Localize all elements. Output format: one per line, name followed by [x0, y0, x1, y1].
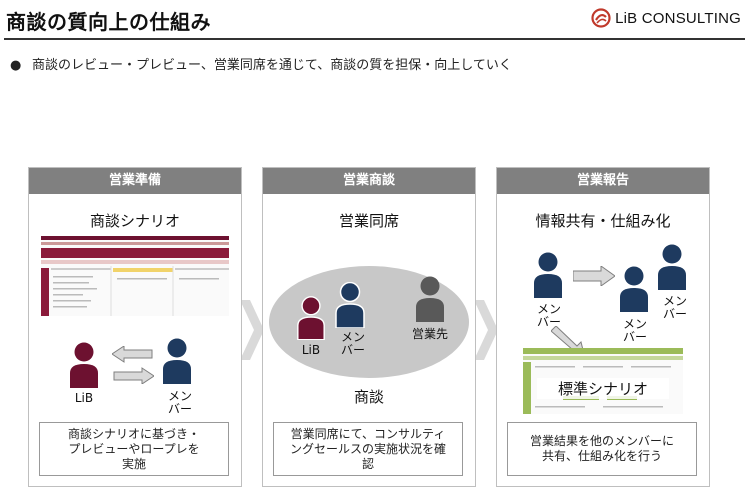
column-note: 営業結果を他のメンバーに 共有、仕組み化を行う: [507, 422, 697, 476]
person-lib-icon: [70, 342, 98, 388]
meeting-label: 商談: [353, 388, 384, 406]
column-header: 営業報告: [497, 168, 709, 194]
page-title: 商談の質向上の仕組み: [6, 10, 211, 34]
person-lib-label: LiB: [301, 343, 321, 357]
swirl-logo-icon: [591, 8, 611, 28]
column-subtitle: 情報共有・仕組み化: [535, 212, 671, 230]
person-member-label: メン バー: [623, 317, 648, 344]
column-preparation: 営業準備 商談シナリオ LiB メン バー 商談シナリオに基づき・: [28, 167, 242, 487]
person-member-label: メン バー: [663, 294, 688, 321]
person-member-icon: [620, 266, 648, 312]
scenario-document-thumbnail: [41, 236, 229, 316]
person-lib-label: LiB: [74, 391, 94, 405]
bullet-dot-icon: ●: [10, 58, 22, 73]
summary-text: 商談のレビュー・プレビュー、営業同席を通じて、商談の質を担保・向上していく: [32, 58, 512, 73]
column-report: 営業報告 情報共有・仕組み化 メン バー メン バー メン バー 標準: [496, 167, 710, 487]
person-member-icon: [534, 252, 562, 298]
person-client-label: 営業先: [411, 327, 448, 341]
person-client-icon: [416, 276, 444, 322]
chevron-right-icon: [240, 300, 264, 360]
person-member-icon: [335, 282, 365, 328]
exchange-arrows-icon: [112, 346, 154, 384]
column-header: 営業準備: [29, 168, 241, 194]
meeting-ellipse: [269, 266, 469, 378]
company-logo: LiB CONSULTING: [591, 8, 741, 28]
column-note: 営業同席にて、コンサルティ ングセールスの実施状況を確 認: [273, 422, 463, 476]
person-lib-icon: [297, 296, 325, 340]
title-divider: [4, 38, 745, 40]
column-subtitle: 商談シナリオ: [89, 212, 180, 230]
chevron-right-icon: [474, 300, 498, 360]
arrow-right-icon: [573, 266, 615, 286]
summary-bullet: ● 商談のレビュー・プレビュー、営業同席を通じて、商談の質を担保・向上していく: [10, 54, 512, 73]
column-note: 商談シナリオに基づき・ プレビューやロープレを 実施: [39, 422, 229, 476]
logo-text: LiB CONSULTING: [615, 9, 741, 27]
person-member-label: メン バー: [341, 330, 366, 357]
column-header: 営業商談: [263, 168, 475, 194]
column-subtitle: 営業同席: [338, 212, 399, 230]
person-member-label: メン バー: [537, 302, 562, 329]
standard-scenario-label: 標準シナリオ: [537, 378, 669, 399]
person-member-icon: [658, 244, 686, 290]
person-member-icon: [163, 338, 191, 384]
person-member-label: メン バー: [168, 389, 193, 416]
column-meeting: 営業商談 営業同席 LiB メン バー 営業先 商談 営業同席にて、コンサルティ…: [262, 167, 476, 487]
